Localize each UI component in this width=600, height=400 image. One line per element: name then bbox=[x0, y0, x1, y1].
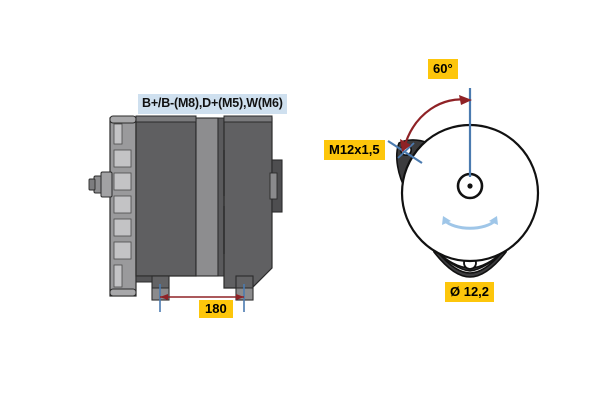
mounting-boss bbox=[269, 159, 283, 213]
center-hub bbox=[456, 172, 484, 200]
lug-reference-line bbox=[387, 140, 423, 164]
angle-arrow-60 bbox=[400, 95, 472, 152]
terminal-stud bbox=[88, 171, 113, 198]
rotation-arrow bbox=[442, 216, 498, 230]
angle-label: 60° bbox=[428, 59, 458, 79]
thread-label: M12x1,5 bbox=[324, 140, 385, 160]
stator-body bbox=[135, 117, 273, 289]
dimension-180 bbox=[159, 284, 245, 312]
dimension-180-label: 180 bbox=[199, 300, 233, 318]
housing-top-cap bbox=[135, 115, 273, 123]
diameter-label: Ø 12,2 bbox=[445, 282, 495, 302]
terminal-label: B+/B-(M8),D+(M5),W(M6) bbox=[138, 94, 287, 114]
drive-end-housing bbox=[109, 115, 137, 297]
